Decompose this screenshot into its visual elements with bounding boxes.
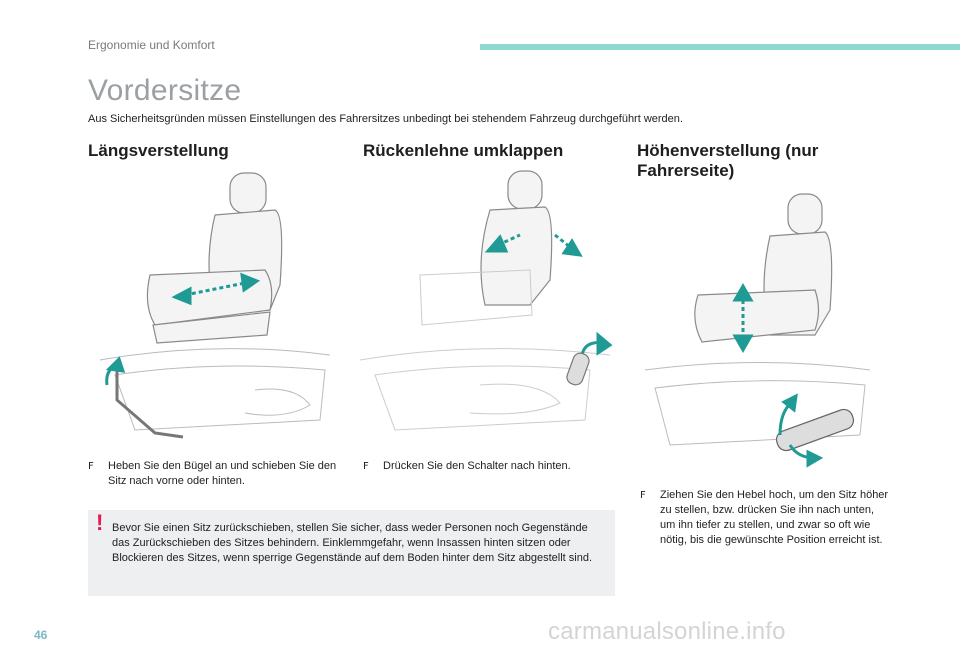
watermark: carmanualsonline.info bbox=[548, 618, 786, 645]
page-title: Vordersitze bbox=[88, 74, 242, 107]
heading-hoehenverstellung: Höhenverstellung (nur Fahrerseite) bbox=[637, 141, 819, 180]
bullet-laengsverstellung: F Heben Sie den Bügel an und schieben Si… bbox=[88, 459, 348, 489]
heading-laengsverstellung: Längsverstellung bbox=[88, 141, 229, 160]
bullet-text: Drücken Sie den Schalter nach hinten. bbox=[383, 460, 571, 472]
bullet-rueckenlehne: F Drücken Sie den Schalter nach hinten. bbox=[363, 459, 623, 474]
section-color-bar bbox=[480, 44, 960, 50]
backrest-fold-illustration bbox=[359, 170, 613, 431]
bullet-marker: F bbox=[640, 490, 646, 501]
bullet-hoehenverstellung: F Ziehen Sie den Hebel hoch, um den Sitz… bbox=[640, 488, 890, 548]
bullet-text: Ziehen Sie den Hebel hoch, um den Sitz h… bbox=[660, 489, 889, 546]
heading-rueckenlehne: Rückenlehne umklappen bbox=[363, 141, 564, 160]
warning-box bbox=[88, 510, 615, 596]
seat-slide-illustration bbox=[99, 172, 331, 439]
bullet-text: Heben Sie den Bügel an und schieben Sie … bbox=[108, 460, 337, 487]
page-number: 46 bbox=[34, 628, 48, 642]
bullet-marker: F bbox=[363, 461, 369, 472]
seat-height-illustration bbox=[644, 193, 871, 468]
bullet-marker: F bbox=[88, 461, 94, 472]
intro-text: Aus Sicherheitsgründen müssen Einstellun… bbox=[88, 113, 683, 125]
section-tag: Ergonomie und Komfort bbox=[88, 38, 215, 52]
warning-text: Bevor Sie einen Sitz zurückschieben, ste… bbox=[112, 522, 592, 564]
warning-icon: ! bbox=[96, 510, 104, 535]
